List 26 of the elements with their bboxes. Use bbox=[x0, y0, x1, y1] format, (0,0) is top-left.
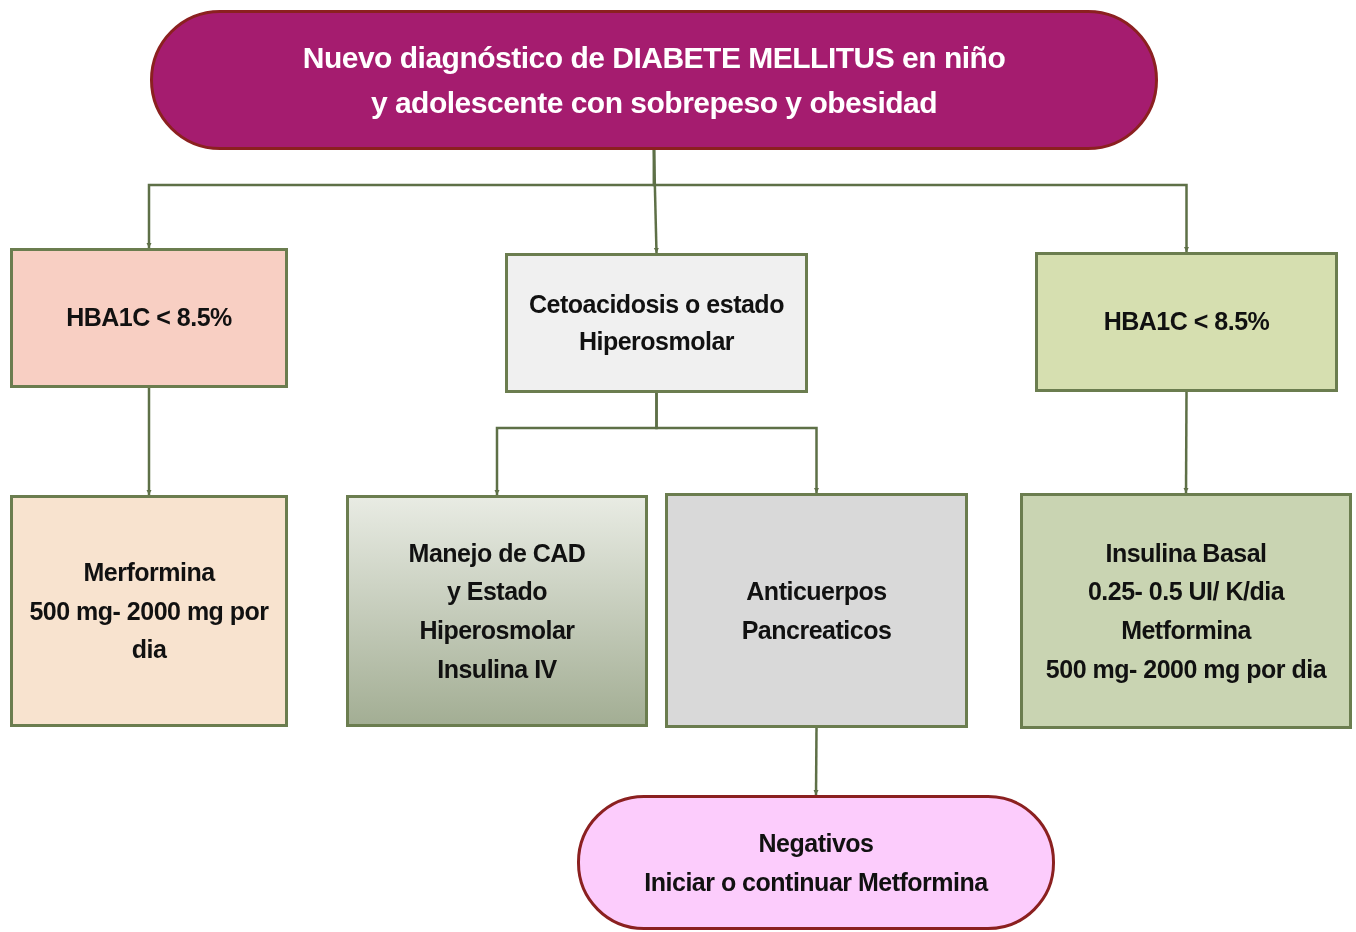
arrow bbox=[146, 388, 152, 495]
node-text: Anticuerpos Pancreaticos bbox=[740, 575, 893, 646]
arrow bbox=[1183, 392, 1189, 493]
condition-box bbox=[1035, 252, 1338, 392]
node-text: Manejo de CAD y Estado Hiperosmolar Insulina IV bbox=[407, 537, 587, 685]
treatment-box bbox=[1020, 493, 1352, 729]
arrow bbox=[652, 150, 1189, 252]
node-text: Cetoacidosis o estado Hiperosmolar bbox=[528, 288, 785, 357]
node-text: 500 mg- 2000 mg por dia bbox=[1045, 653, 1327, 685]
title-text: Nuevo diagnóstico de DIABETE MELLITUS en niño y adolescente con sobrepeso y obesidad bbox=[301, 40, 1007, 121]
node-text: Metformina bbox=[1121, 615, 1251, 646]
node-text: Merformina bbox=[83, 556, 215, 588]
node-text: HBA1C < 8.5% bbox=[66, 302, 232, 334]
node-text: Iniciar o continuar Metformina bbox=[644, 866, 988, 898]
node-text: HBA1C < 8.5% bbox=[1103, 306, 1270, 338]
arrow bbox=[813, 728, 819, 795]
condition-box bbox=[10, 248, 288, 388]
condition-box bbox=[505, 253, 808, 393]
arrow bbox=[655, 393, 819, 493]
node-text: 500 mg- 2000 mg por dia bbox=[28, 595, 270, 666]
treatment-box bbox=[346, 495, 648, 727]
treatment-box bbox=[10, 495, 288, 727]
node-text: Negativos bbox=[758, 827, 874, 859]
node-text: 0.25- 0.5 UI/ K/dia bbox=[1087, 576, 1285, 608]
process-box bbox=[665, 493, 968, 728]
node-text: Insulina Basal bbox=[1105, 537, 1267, 569]
